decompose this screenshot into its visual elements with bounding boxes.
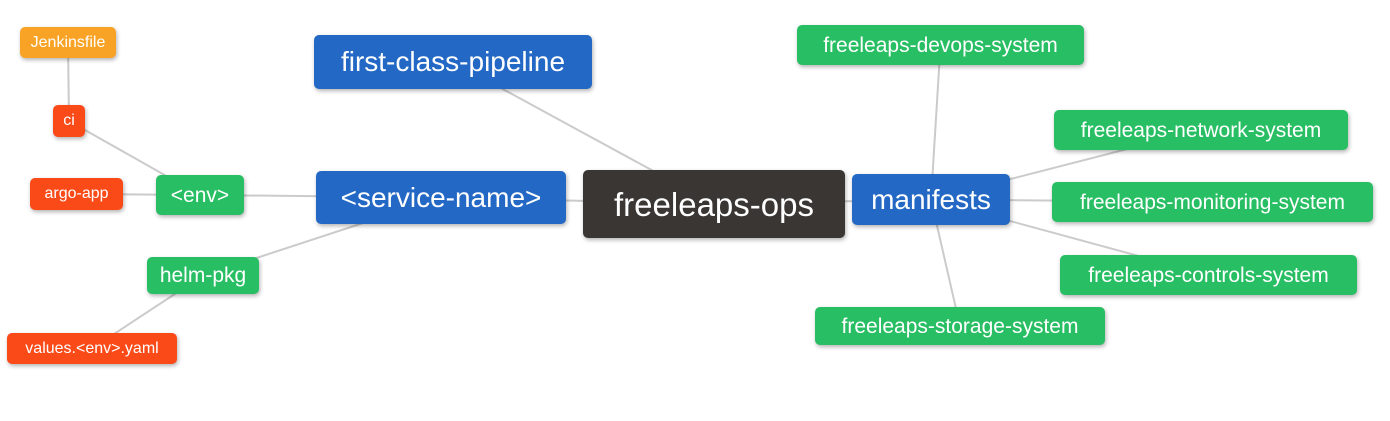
- node-label: helm-pkg: [159, 264, 247, 287]
- node-label: <service-name>: [340, 181, 542, 213]
- node-label: values.<env>.yaml: [25, 339, 159, 357]
- node-label: freeleaps-ops: [614, 185, 814, 223]
- node-label: argo-app: [44, 185, 109, 202]
- node-label: ci: [63, 112, 75, 129]
- node-label: freeleaps-controls-system: [1088, 263, 1329, 287]
- node-ci[interactable]: ci: [53, 105, 85, 137]
- node-label: first-class-pipeline: [340, 46, 566, 77]
- node-env[interactable]: <env>: [156, 175, 244, 215]
- node-label: freeleaps-monitoring-system: [1080, 190, 1345, 214]
- node-freeleaps-controls-system[interactable]: freeleaps-controls-system: [1060, 255, 1357, 295]
- node-jenkinsfile[interactable]: Jenkinsfile: [20, 27, 116, 58]
- node-label: <env>: [170, 183, 230, 207]
- node-label: Jenkinsfile: [30, 33, 106, 51]
- edge-manifests--freeleaps-devops-system: [930, 44, 942, 200]
- node-freeleaps-network-system[interactable]: freeleaps-network-system: [1054, 110, 1348, 150]
- node-values-env-yaml[interactable]: values.<env>.yaml: [7, 333, 177, 364]
- node-argo-app[interactable]: argo-app: [30, 178, 123, 210]
- node-service-name[interactable]: <service-name>: [316, 171, 566, 224]
- node-first-class-pipeline[interactable]: first-class-pipeline: [314, 35, 592, 89]
- node-freeleaps-devops-system[interactable]: freeleaps-devops-system: [797, 25, 1084, 65]
- node-label: freeleaps-devops-system: [823, 33, 1058, 57]
- node-label: manifests: [871, 183, 991, 215]
- node-freeleaps-storage-system[interactable]: freeleaps-storage-system: [815, 307, 1105, 345]
- node-label: freeleaps-network-system: [1080, 118, 1322, 142]
- node-helm-pkg[interactable]: helm-pkg: [147, 257, 259, 294]
- node-manifests[interactable]: manifests: [852, 174, 1010, 225]
- node-label: freeleaps-storage-system: [841, 314, 1079, 338]
- node-freeleaps-ops[interactable]: freeleaps-ops: [583, 170, 845, 238]
- node-freeleaps-monitoring-system[interactable]: freeleaps-monitoring-system: [1052, 182, 1373, 222]
